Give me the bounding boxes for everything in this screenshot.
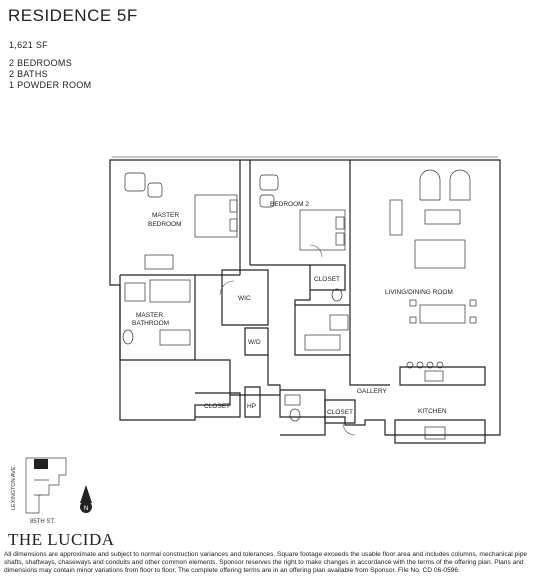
label-wd: W/D bbox=[248, 339, 261, 346]
label-closet-bed2: CLOSET bbox=[314, 276, 340, 283]
label-gallery: GALLERY bbox=[357, 388, 388, 395]
sofa bbox=[414, 239, 466, 269]
wall-closet-bed2 bbox=[310, 264, 346, 291]
wall-hp bbox=[244, 386, 261, 418]
brand-name: THE LUCIDA bbox=[8, 530, 115, 549]
exterior-wall bbox=[109, 159, 501, 436]
wall-master-bath bbox=[119, 275, 196, 361]
label-master-bath-1: MASTER bbox=[136, 312, 163, 319]
label-living: LIVING/DINING ROOM bbox=[385, 289, 453, 296]
wall-powder bbox=[280, 389, 326, 436]
label-master-bath-2: BATHROOM bbox=[132, 320, 169, 327]
label-bedroom2: BEDROOM 2 bbox=[270, 201, 309, 208]
wall-bedroom2 bbox=[249, 160, 351, 356]
compass-north-label: N bbox=[84, 505, 89, 512]
compass-icon: N bbox=[80, 485, 92, 513]
label-wic: WIC bbox=[238, 295, 251, 302]
label-kitchen: KITCHEN bbox=[418, 408, 447, 415]
room-summary: 2 BEDROOMS 2 BATHS 1 POWDER ROOM bbox=[9, 58, 91, 91]
floor-plan: MASTER BEDROOM BEDROOM 2 MASTER BATHROOM… bbox=[109, 156, 501, 444]
disclaimer-text: All dimensions are approximate and subje… bbox=[4, 551, 528, 575]
key-map-highlight bbox=[34, 459, 48, 469]
room-summary-powder: 1 POWDER ROOM bbox=[9, 80, 92, 90]
key-map-street-lexington: LEXINGTON AVE. bbox=[11, 464, 17, 510]
room-summary-baths: 2 BATHS bbox=[9, 69, 48, 79]
bedroom2-bed bbox=[299, 209, 346, 251]
coffee-table bbox=[424, 209, 461, 225]
key-map: LEXINGTON AVE. 85TH ST. N bbox=[11, 457, 92, 525]
wall-wic bbox=[221, 269, 269, 326]
room-summary-bedrooms: 2 BEDROOMS bbox=[9, 58, 73, 68]
master-bed bbox=[194, 194, 238, 238]
wall-master-bedroom bbox=[120, 160, 241, 276]
label-master-bedroom-2: BEDROOM bbox=[148, 221, 182, 228]
label-master-bedroom-1: MASTER bbox=[152, 212, 179, 219]
wall-closet-hall bbox=[324, 399, 356, 424]
square-footage: 1,621 SF bbox=[9, 40, 48, 50]
key-map-street-85th: 85TH ST. bbox=[30, 519, 55, 525]
dining-table bbox=[419, 304, 466, 324]
wall-closet-entry bbox=[195, 392, 241, 418]
residence-title: RESIDENCE 5F bbox=[8, 6, 138, 25]
label-hp: HP bbox=[247, 403, 256, 410]
label-closet-hall: CLOSET bbox=[327, 409, 353, 416]
label-closet-entry: CLOSET bbox=[204, 403, 230, 410]
wall-kitchen bbox=[394, 366, 486, 444]
